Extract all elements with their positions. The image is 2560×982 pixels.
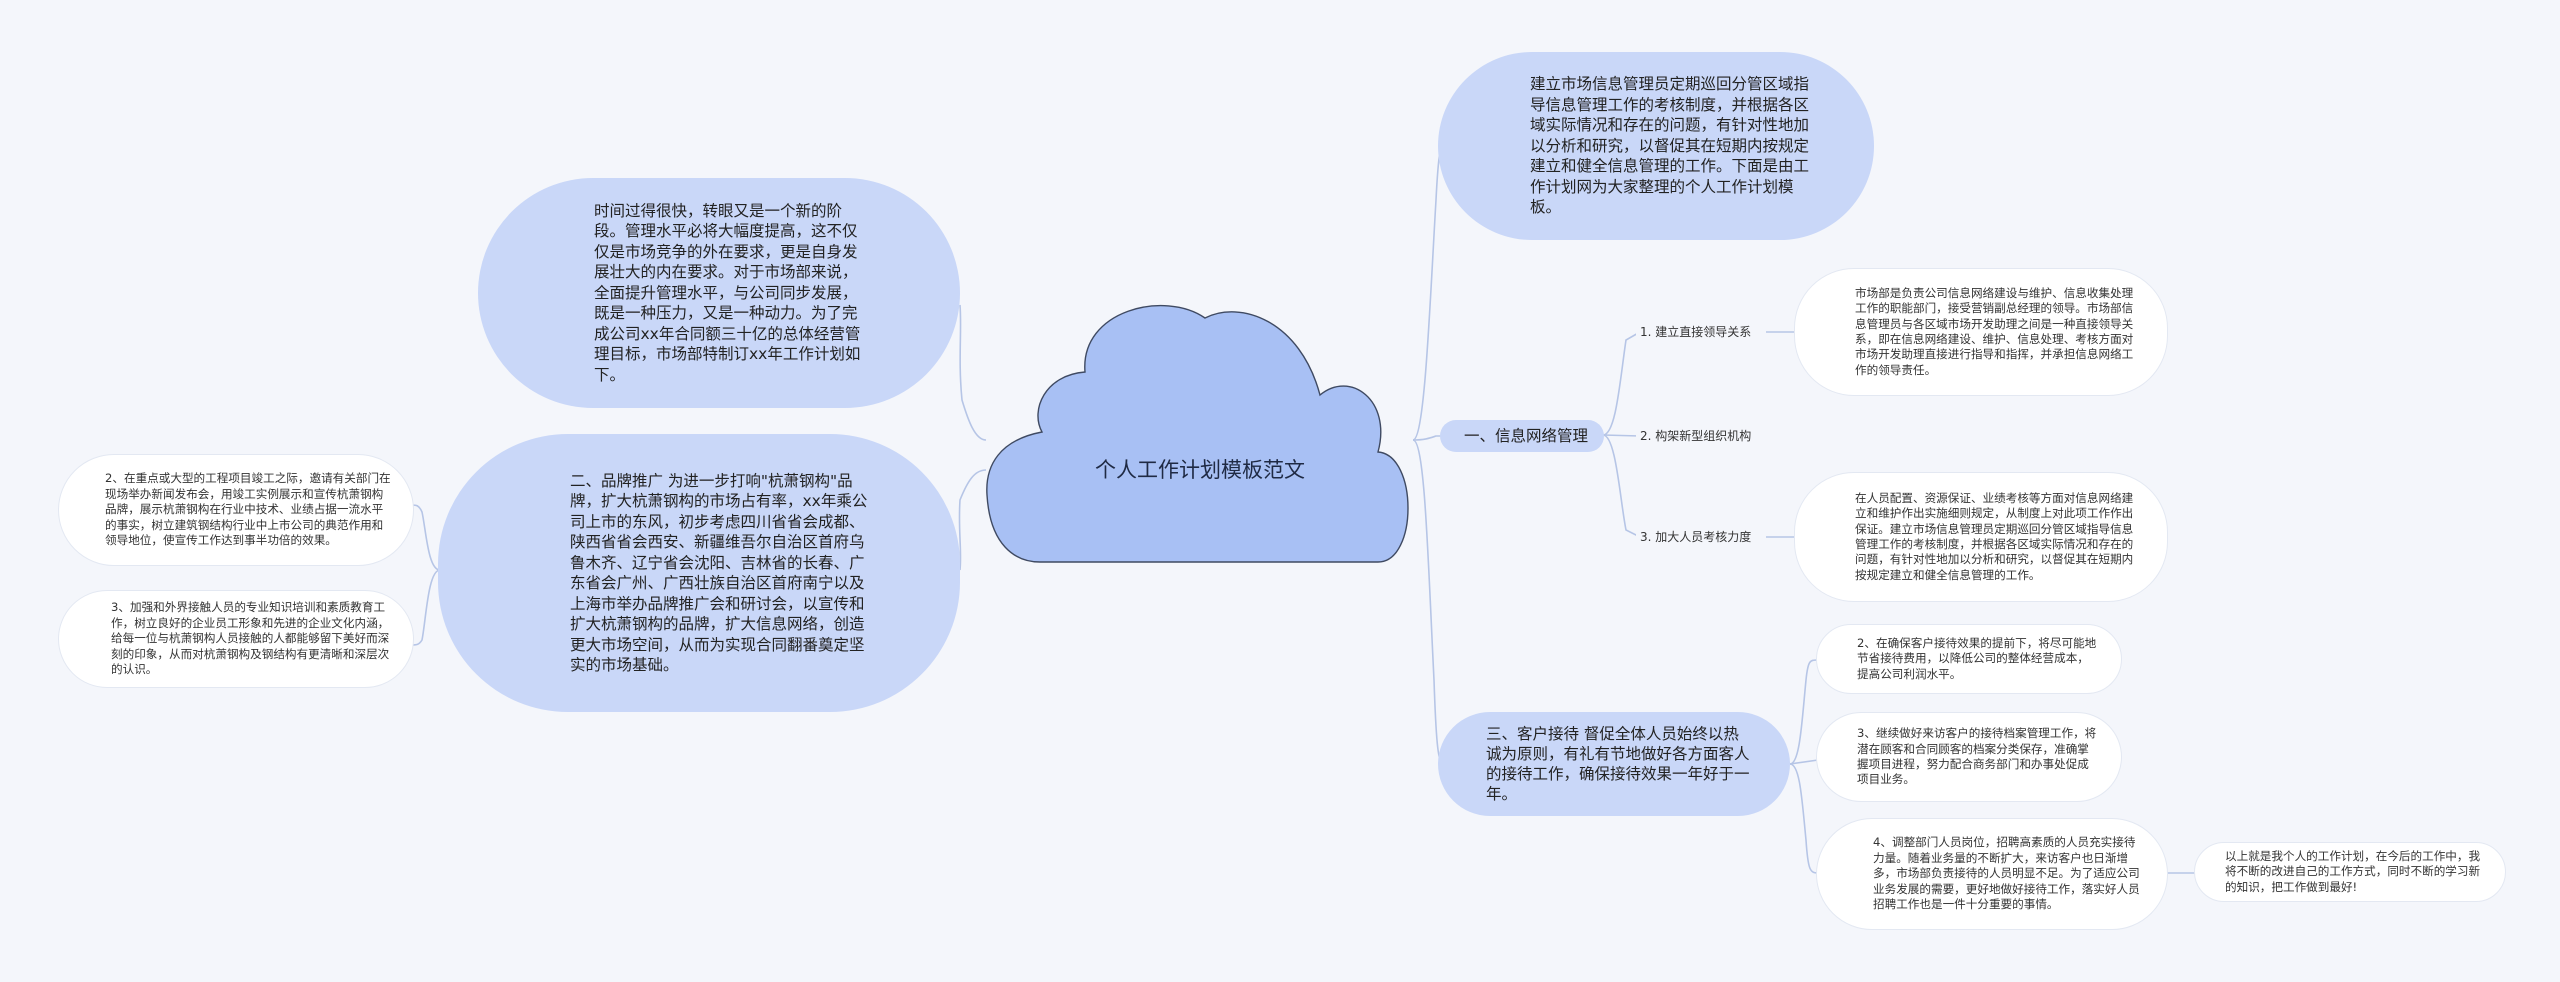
conclusion-node: 以上就是我个人的工作计划，在今后的工作中，我将不断的改进自己的工作方式，同时不断… [2194, 842, 2506, 902]
connector-center-intro-left [959, 304, 987, 441]
connector-promotion-2 [411, 504, 441, 571]
network-title: 一、信息网络管理 [1464, 427, 1589, 445]
connector-center-intro-right [1412, 139, 1445, 441]
promotion-child-2-text: 2、在重点或大型的工程项目竣工之际，邀请有关部门在现场举办新闻发布会，用竣工实例… [105, 471, 391, 548]
network-node: 一、信息网络管理 [1440, 420, 1604, 452]
promotion-text: 二、品牌推广 为进一步打响"杭萧钢构"品牌，扩大杭萧钢构的市场占有率，xx年乘公… [570, 471, 868, 675]
reception-item-2-text: 2、在确保客户接待效果的提前下，将尽可能地节省接待费用，以降低公司的整体经营成本… [1857, 635, 2097, 681]
network-item-3-detail: 在人员配置、资源保证、业绩考核等方面对信息网络建立和维护作出实施细则规定，从制度… [1794, 472, 2168, 602]
network-item-1: 1. 建立直接领导关系 [1636, 323, 1756, 341]
reception-item-3-text: 3、继续做好来访客户的接待档案管理工作，将潜在顾客和合同顾客的档案分类保存，准确… [1857, 726, 2097, 787]
reception-item-2: 2、在确保客户接待效果的提前下，将尽可能地节省接待费用，以降低公司的整体经营成本… [1816, 624, 2122, 694]
connector-reception-3 [1789, 759, 1819, 765]
network-item-1-detail-text: 市场部是负责公司信息网络建设与维护、信息收集处理工作的职能部门，接受营销副总经理… [1855, 285, 2134, 377]
network-item-1-detail: 市场部是负责公司信息网络建设与维护、信息收集处理工作的职能部门，接受营销副总经理… [1794, 268, 2168, 396]
network-item-2-label: 2. 构架新型组织机构 [1640, 429, 1752, 443]
intro-right-text: 建立市场信息管理员定期巡回分管区域指导信息管理工作的考核制度，并根据各区域实际情… [1530, 75, 1810, 217]
intro-right-node: 建立市场信息管理员定期巡回分管区域指导信息管理工作的考核制度，并根据各区域实际情… [1438, 52, 1874, 240]
network-item-1-label: 1. 建立直接领导关系 [1640, 325, 1752, 339]
promotion-child-2: 2、在重点或大型的工程项目竣工之际，邀请有关部门在现场举办新闻发布会，用竣工实例… [58, 454, 414, 566]
promotion-child-3: 3、加强和外界接触人员的专业知识培训和素质教育工作，树立良好的企业员工形象和先进… [58, 590, 414, 688]
connector-reception-2 [1789, 659, 1819, 765]
center-cloud-shape [986, 305, 1409, 563]
connector-network-1 [1602, 331, 1641, 436]
reception-item-4: 4、调整部门人员岗位，招聘高素质的人员充实接待力量。随着业务量的不断扩大，来访客… [1816, 818, 2168, 930]
connector-promotion-3 [411, 569, 441, 646]
connector-center-network [1412, 435, 1442, 441]
connector-network-2 [1602, 434, 1641, 437]
promotion-child-3-text: 3、加强和外界接触人员的专业知识培训和素质教育工作，树立良好的企业员工形象和先进… [111, 600, 390, 677]
connector-center-reception [1412, 439, 1443, 765]
network-item-3: 3. 加大人员考核力度 [1636, 528, 1756, 546]
reception-node: 三、客户接待 督促全体人员始终以热诚为原则，有礼有节地做好各方面客人的接待工作，… [1438, 712, 1790, 816]
reception-item-3: 3、继续做好来访客户的接待档案管理工作，将潜在顾客和合同顾客的档案分类保存，准确… [1816, 712, 2122, 802]
reception-title: 三、客户接待 督促全体人员始终以热诚为原则，有礼有节地做好各方面客人的接待工作，… [1486, 725, 1750, 803]
promotion-node: 二、品牌推广 为进一步打响"杭萧钢构"品牌，扩大杭萧钢构的市场占有率，xx年乘公… [438, 434, 960, 712]
connector-network-3 [1602, 434, 1641, 538]
intro-left-text: 时间过得很快，转眼又是一个新的阶段。管理水平必将大幅度提高，这不仅仅是市场竞争的… [594, 201, 861, 384]
network-item-2: 2. 构架新型组织机构 [1636, 427, 1756, 445]
intro-left-node: 时间过得很快，转眼又是一个新的阶段。管理水平必将大幅度提高，这不仅仅是市场竞争的… [478, 178, 960, 408]
reception-item-4-text: 4、调整部门人员岗位，招聘高素质的人员充实接待力量。随着业务量的不断扩大，来访客… [1873, 835, 2140, 912]
network-item-3-detail-text: 在人员配置、资源保证、业绩考核等方面对信息网络建立和维护作出实施细则规定，从制度… [1855, 490, 2134, 582]
conclusion-text: 以上就是我个人的工作计划，在今后的工作中，我将不断的改进自己的工作方式，同时不断… [2225, 848, 2481, 894]
network-item-3-label: 3. 加大人员考核力度 [1640, 530, 1752, 544]
connector-center-promotion [958, 469, 987, 571]
connector-reception-4 [1789, 763, 1819, 874]
center-topic: 个人工作计划模板范文 [1095, 458, 1305, 482]
